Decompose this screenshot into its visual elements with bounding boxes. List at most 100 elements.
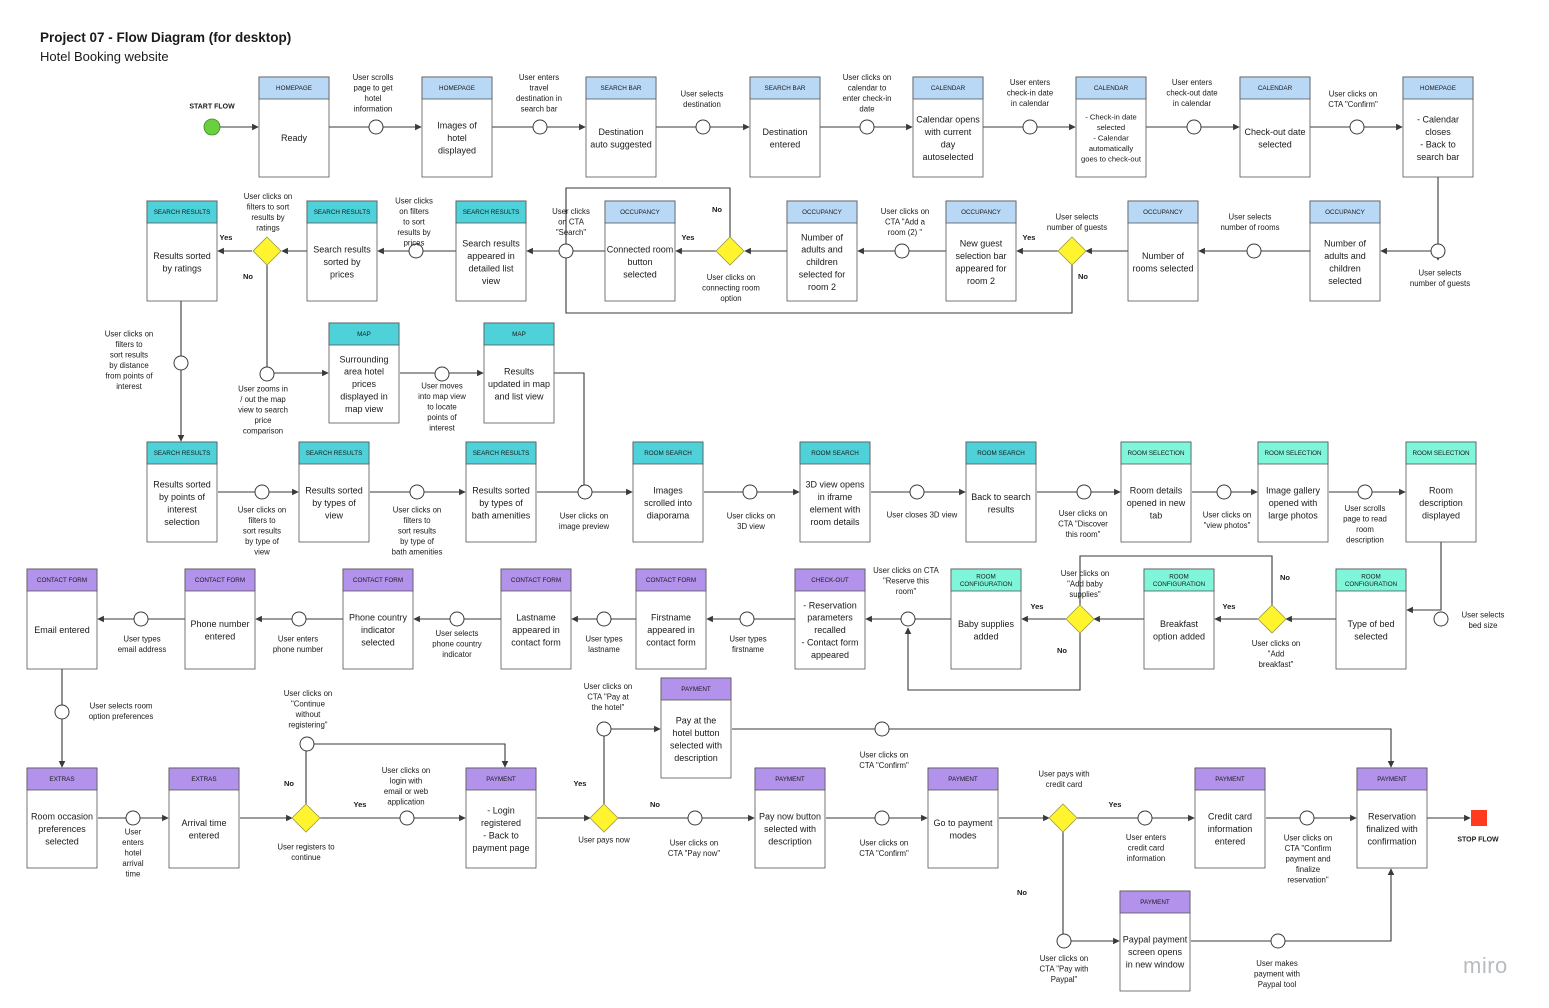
connector-node <box>125 810 141 826</box>
branch-label: Yes <box>1223 602 1236 611</box>
node-header <box>1120 441 1192 465</box>
node-header-label: PAYMENT <box>1215 776 1245 783</box>
decision-diamond <box>1048 803 1078 833</box>
node-header <box>455 200 527 224</box>
node-header <box>342 568 414 592</box>
connector-node <box>596 721 612 737</box>
stop-flow-label: STOP FLOW <box>1457 837 1499 844</box>
node-header-label: SEARCH RESULTS <box>314 209 371 216</box>
node-header <box>1127 200 1199 224</box>
node-header-label: OCCUPANCY <box>961 209 1002 216</box>
branch-label: No <box>243 272 253 281</box>
node-header-label: PAYMENT <box>1140 899 1170 906</box>
branch-label: Yes <box>1109 800 1122 809</box>
node-header <box>184 568 256 592</box>
node-header-label: SEARCH RESULTS <box>463 209 520 216</box>
connector-node <box>1056 933 1072 949</box>
node-header-label: ROOM SEARCH <box>811 450 859 457</box>
node-header <box>1405 441 1477 465</box>
node-header <box>965 441 1037 465</box>
node-header <box>1143 568 1215 592</box>
connector-node <box>299 736 315 752</box>
decision-diamond <box>291 803 321 833</box>
node-header-label: SEARCH RESULTS <box>154 209 211 216</box>
connector-node <box>1430 243 1446 259</box>
node-header-label: CONTACT FORM <box>353 577 403 584</box>
node-header-label: SEARCH BAR <box>765 85 806 92</box>
connector-node <box>399 810 415 826</box>
connector-node <box>1186 119 1202 135</box>
connector-node <box>133 611 149 627</box>
start-flow-label: START FLOW <box>189 104 235 111</box>
diagram-title: Project 07 - Flow Diagram (for desktop) <box>40 30 292 45</box>
node-header <box>950 568 1022 592</box>
node-header <box>465 441 537 465</box>
node-header-label: PAYMENT <box>681 686 711 693</box>
branch-label: No <box>1280 573 1290 582</box>
node-header-label: OCCUPANCY <box>1143 209 1184 216</box>
connector-node <box>368 119 384 135</box>
node-header <box>1356 767 1428 791</box>
decision-diamond <box>1065 604 1095 634</box>
connector-node <box>1246 243 1262 259</box>
node-body-label: Email entered <box>34 625 90 635</box>
node-header-label: CALENDAR <box>1094 85 1129 92</box>
node-header <box>794 568 866 592</box>
stop-terminal <box>1471 810 1487 826</box>
branch-label: Yes <box>354 800 367 809</box>
node-header <box>786 200 858 224</box>
connector-node <box>909 484 925 500</box>
node-header <box>146 441 218 465</box>
node-header-label: ROOM SEARCH <box>977 450 1025 457</box>
connector-node <box>874 810 890 826</box>
branch-label: No <box>712 205 722 214</box>
connector-node <box>874 721 890 737</box>
node-header-label: SEARCH BAR <box>601 85 642 92</box>
node-header-label: ROOM SELECTION <box>1264 450 1321 457</box>
connector-node <box>449 611 465 627</box>
node-header-label: CONTACT FORM <box>195 577 245 584</box>
connector-node <box>1433 611 1449 627</box>
flow-arrow <box>1406 542 1442 614</box>
branch-label: Yes <box>1031 602 1044 611</box>
flow-arrow <box>554 372 588 492</box>
node-header <box>1075 76 1147 100</box>
connector-node <box>1270 933 1286 949</box>
connector-node <box>1299 810 1315 826</box>
flow-arrow <box>904 627 1081 691</box>
connector-node <box>900 611 916 627</box>
edge-label: User clicks on"view photos" <box>1203 511 1252 531</box>
